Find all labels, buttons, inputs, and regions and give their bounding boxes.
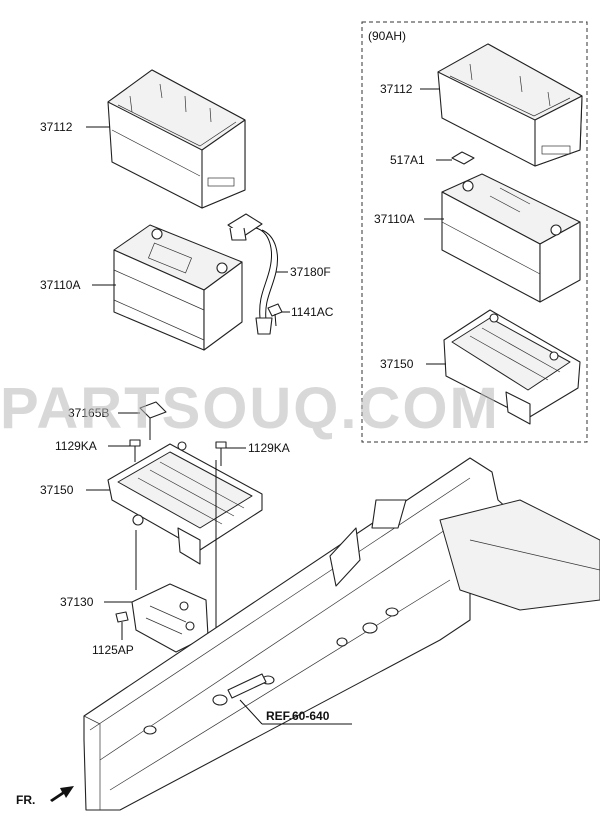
vehicle-frame [83, 457, 600, 811]
battery-tray-90ah[interactable] [437, 43, 583, 167]
variant-90ah-label: (90AH) [368, 29, 406, 43]
front-arrow-icon [50, 786, 74, 802]
label-1129ka-left[interactable]: 1129KA [55, 439, 97, 453]
bolt-1129ka-left[interactable] [129, 439, 141, 462]
battery-bracket-90ah[interactable] [443, 309, 581, 425]
label-1125ap[interactable]: 1125AP [92, 643, 134, 657]
label-37110a-90ah[interactable]: 37110A [374, 212, 414, 226]
label-37180f[interactable]: 37180F [290, 265, 331, 279]
label-37110a-main[interactable]: 37110A [40, 278, 80, 292]
battery-90ah[interactable] [441, 173, 581, 303]
label-1141ac[interactable]: 1141AC [291, 305, 334, 319]
bolt-1129ka-right[interactable] [215, 441, 227, 466]
front-label: FR. [16, 793, 35, 807]
label-37112-90ah[interactable]: 37112 [380, 82, 413, 96]
battery-bracket-main[interactable] [107, 441, 263, 565]
label-37130[interactable]: 37130 [60, 595, 94, 609]
sticker-517a1[interactable] [451, 151, 475, 165]
label-1129ka-right[interactable]: 1129KA [248, 441, 290, 455]
watermark: PARTSOUQ.COM [0, 376, 500, 441]
label-37150-90ah[interactable]: 37150 [380, 357, 414, 371]
label-37150-main[interactable]: 37150 [40, 483, 74, 497]
label-517a1[interactable]: 517A1 [390, 153, 425, 167]
clamp-37165b[interactable] [139, 401, 167, 419]
battery-tray-main[interactable] [107, 69, 246, 209]
label-37165b[interactable]: 37165B [68, 406, 109, 420]
variant-90ah-frame [361, 21, 588, 443]
bolt-1125ap[interactable] [115, 611, 129, 640]
label-37112-main[interactable]: 37112 [40, 120, 73, 134]
battery-main[interactable] [113, 224, 243, 351]
battery-cable[interactable] [227, 213, 278, 335]
label-ref-60-640[interactable]: REF.60-640 [266, 709, 330, 723]
